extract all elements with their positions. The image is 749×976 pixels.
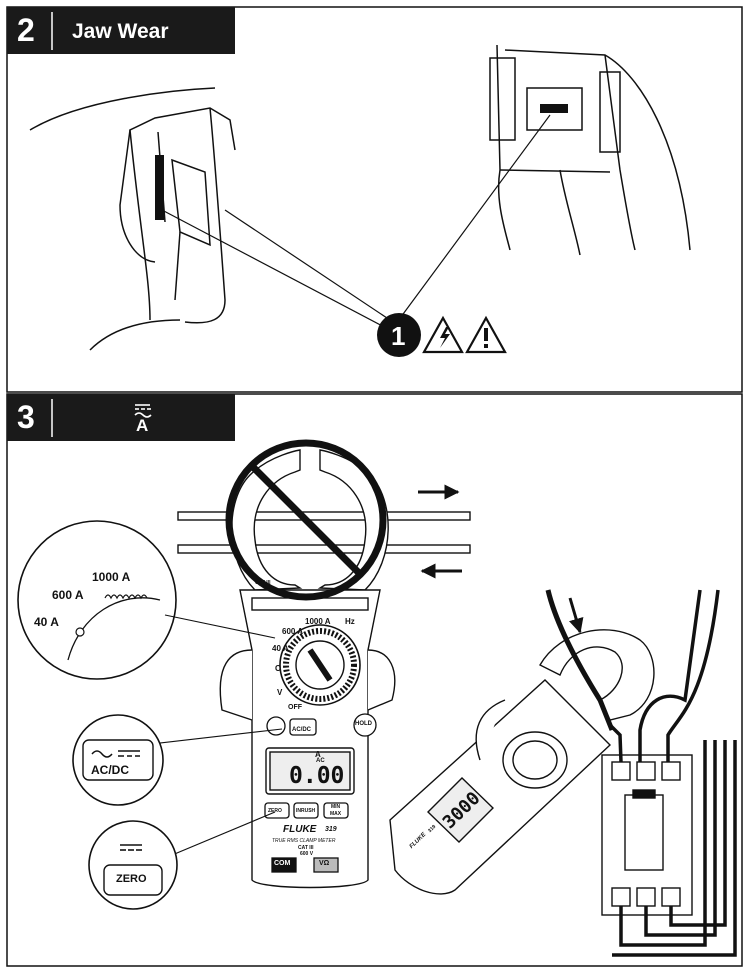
header-acdc-symbol — [134, 404, 152, 418]
prohibition-sign — [225, 439, 387, 601]
warning-shock-icon — [422, 315, 464, 354]
meter-mode-c: C — [275, 664, 281, 673]
panel-2-border — [6, 6, 743, 393]
meter-brand: FLUKE — [283, 824, 317, 835]
leader-lines — [161, 114, 551, 331]
meter-vohm-jack: VΩ — [319, 860, 330, 867]
side-conductor-wire — [545, 589, 615, 731]
section-2-number: 2 — [17, 12, 35, 48]
meter-min-label: MIN — [331, 804, 341, 810]
zoom-zero-label: ZERO — [116, 873, 147, 885]
meter-mode-v: V — [277, 688, 283, 697]
rotary-dial — [279, 624, 361, 706]
jaw-right-drawing — [489, 44, 691, 256]
display-sub: AC — [316, 758, 325, 764]
zero-zoom-circle — [88, 820, 178, 910]
meter-max-label: MAX — [330, 811, 342, 817]
meter-acdc-label: AC/DC — [292, 727, 311, 733]
meter-inrush-label: INRUSH — [296, 808, 316, 814]
leader-zero — [164, 811, 276, 859]
jaw-wear-indicator-right — [540, 104, 568, 113]
meter-unit-hz: Hz — [345, 617, 355, 626]
meter-range-1000a: 1000 A — [305, 617, 331, 626]
side-current-arrow — [568, 597, 584, 634]
display-reading: 0.00 — [289, 763, 345, 789]
meter-off: OFF — [288, 704, 302, 711]
zoom-range-40a: 40 A — [34, 615, 59, 629]
dial-zoom-circle — [17, 520, 177, 680]
panel-3-border — [6, 393, 743, 967]
callout-1-circle — [377, 313, 421, 357]
section-3-header — [7, 394, 235, 441]
breaker-box — [601, 754, 693, 916]
breaker-wires — [608, 589, 737, 957]
meter-hold-label: HOLD — [355, 721, 372, 727]
zoom-range-1000a: 1000 A — [92, 570, 131, 584]
zoom-acdc-label: AC/DC — [91, 763, 129, 777]
meter-zero-label: ZERO — [268, 808, 282, 814]
meter-subtitle: TRUE RMS CLAMP METER — [272, 838, 336, 844]
meter-cat: CAT III — [298, 845, 314, 851]
section-2-title: Jaw Wear — [72, 20, 169, 43]
meter-range-40a: 40 A — [272, 644, 289, 653]
meter-cat-v: 600 V — [300, 851, 314, 857]
conductor-wires — [177, 511, 471, 554]
jaw-left-drawing — [29, 87, 236, 351]
clamp-meter-side — [389, 629, 655, 895]
jaw-wear-indicator-left — [155, 155, 164, 220]
meter-jaw-cat: CAT III — [255, 580, 271, 586]
acdc-zoom-circle — [72, 714, 164, 806]
meter-model: 319 — [325, 826, 337, 833]
display-unit: A — [315, 750, 321, 759]
zoom-range-600a: 600 A — [52, 588, 84, 602]
leader-dial — [164, 614, 276, 639]
section-2-header — [7, 7, 235, 54]
section-3-unit: A — [136, 416, 149, 435]
section-3-number: 3 — [17, 399, 35, 435]
warning-caution-icon — [465, 315, 507, 354]
meter-range-600a: 600 A — [282, 627, 304, 636]
meter-com-jack: COM — [274, 860, 291, 867]
callout-1-number: 1 — [391, 321, 406, 351]
